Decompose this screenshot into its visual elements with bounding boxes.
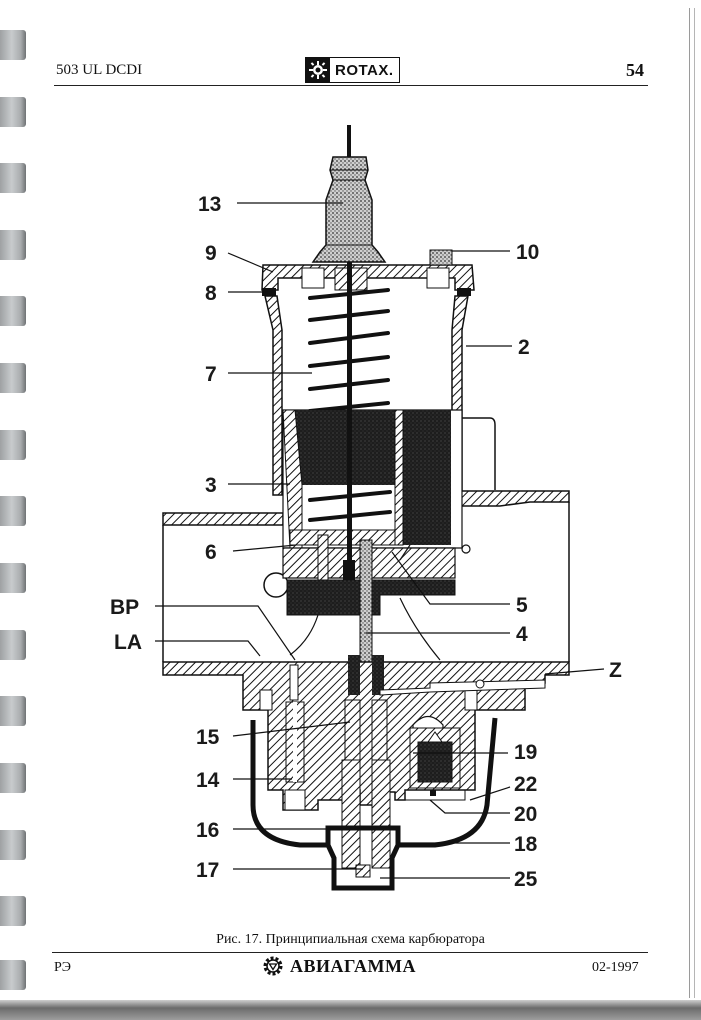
part-10-screw <box>429 249 453 266</box>
callout-25: 25 <box>514 868 538 891</box>
callout-17: 17 <box>196 859 219 882</box>
footer-divider <box>52 952 648 953</box>
rotax-gear-icon <box>306 58 330 82</box>
binder-ring <box>0 896 26 926</box>
page-bottom-shadow <box>0 1000 701 1020</box>
callout-15: 15 <box>196 726 220 749</box>
part-25-bowl-bottom <box>325 843 401 891</box>
callout-6: 6 <box>205 541 217 564</box>
callout-z: Z <box>609 659 622 682</box>
binder-ring <box>0 496 26 526</box>
binder-ring <box>0 630 26 660</box>
binder-ring <box>0 230 26 260</box>
binder-ring <box>0 960 26 990</box>
header-logo: ROTAX. <box>305 57 400 83</box>
float-bowl <box>250 717 498 848</box>
footer-brand-text: АВИАГАММА <box>290 955 416 976</box>
binder-ring <box>0 763 26 793</box>
binder-ring <box>0 830 26 860</box>
header-model: 503 UL DCDI <box>56 62 143 78</box>
callout-16: 16 <box>196 819 219 842</box>
part-2-housing <box>162 295 570 662</box>
callout-19: 19 <box>514 741 537 764</box>
callout-8: 8 <box>205 282 217 305</box>
control-cable <box>347 125 351 157</box>
binder-ring <box>0 296 26 326</box>
callout-bp: BP <box>110 596 139 619</box>
footer-brand: АВИАГАММА <box>262 955 416 977</box>
page-number: 54 <box>626 60 644 80</box>
callout-2: 2 <box>518 336 530 359</box>
callout-10: 10 <box>516 241 539 264</box>
callout-7: 7 <box>205 363 217 386</box>
part-13-cap <box>311 156 387 263</box>
footer-doc-type: РЭ <box>54 960 72 975</box>
part-17-jet <box>355 864 371 878</box>
binder-ring <box>0 163 26 193</box>
callout-22: 22 <box>514 773 537 796</box>
callout-9: 9 <box>205 242 217 265</box>
binder-ring <box>0 696 26 726</box>
binder-ring <box>0 30 26 60</box>
binder-ring <box>0 363 26 393</box>
header-brand: ROTAX. <box>335 61 394 79</box>
callout-5: 5 <box>516 594 528 617</box>
callout-18: 18 <box>514 833 538 856</box>
callout-la: LA <box>114 631 142 654</box>
header-divider <box>54 85 648 86</box>
callout-14: 14 <box>196 769 220 792</box>
callout-3: 3 <box>205 474 217 497</box>
carburetor-base <box>162 655 570 869</box>
binder-ring <box>0 430 26 460</box>
binder-ring <box>0 97 26 127</box>
footer-date: 02-1997 <box>592 960 639 975</box>
callout-4: 4 <box>516 623 528 646</box>
page-edge <box>689 8 695 998</box>
figure-caption: Рис. 17. Принципиальная схема карбюратор… <box>216 932 485 947</box>
needle-shaft <box>347 262 352 562</box>
callout-20: 20 <box>514 803 537 826</box>
binder-ring <box>0 563 26 593</box>
leader-lines <box>155 202 605 879</box>
aviagamma-gear-icon <box>263 956 283 976</box>
callout-13: 13 <box>198 193 221 216</box>
